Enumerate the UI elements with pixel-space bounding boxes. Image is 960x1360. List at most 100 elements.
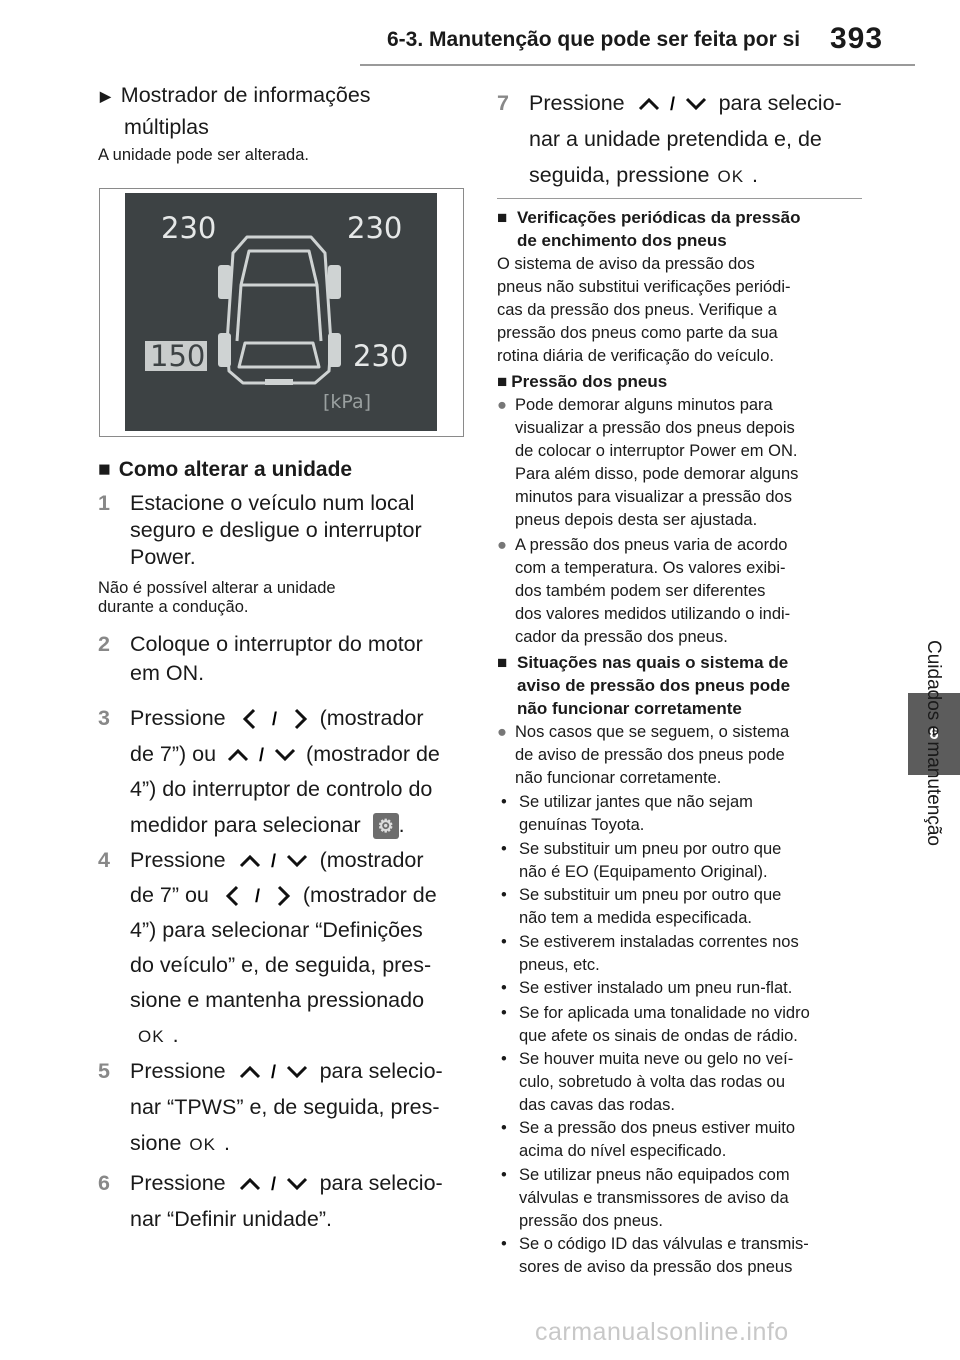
- body-text-line: Para além disso, pode demorar alguns: [515, 465, 799, 483]
- body-text-line: Se estiverem instaladas correntes nos: [519, 932, 799, 951]
- slash-separator: /: [271, 851, 276, 871]
- square-bullet-icon: ■: [98, 458, 111, 481]
- chevron-down-icon: [685, 98, 706, 111]
- body-text-line: culo, sobretudo à volta das rodas ou: [519, 1073, 786, 1092]
- chevron-up-icon: [239, 1178, 260, 1191]
- body-text-line: com a temperatura. Os valores exibi-: [515, 559, 786, 577]
- header-rule: [360, 64, 915, 66]
- chevron-up-icon: [239, 1066, 260, 1079]
- body-text-line: Se for aplicada uma tonalidade no vidro: [519, 1003, 810, 1022]
- section-heading-change-unit: ■Como alterar a unidade: [98, 458, 352, 482]
- note-text: Não é possível alterar a unidade: [98, 579, 336, 597]
- step-text: Pressione: [529, 91, 625, 115]
- body-text-line: minutos para visualizar a pressão dos: [515, 488, 792, 506]
- ok-button-icon: OK: [717, 167, 745, 186]
- dot-bullet-icon: •: [501, 1119, 507, 1138]
- circle-bullet-icon: ●: [497, 723, 507, 741]
- intro-title-line1: Mostrador de informações: [120, 83, 371, 107]
- body-text-line: não tem a medida especificada.: [519, 909, 752, 928]
- body-text-line: das cavas das rodas.: [519, 1096, 675, 1115]
- display-screen: 230 230 150 230 [kPa]: [125, 193, 437, 431]
- chapter-title-text: Cuidados e manutenção: [923, 640, 944, 846]
- step-text: Power.: [130, 545, 196, 569]
- dot-bullet-icon: •: [501, 886, 507, 905]
- slash-separator: /: [272, 709, 277, 729]
- dot-bullet-icon: •: [501, 1050, 507, 1069]
- body-text-line: Se houver muita neve ou gelo no veí-: [519, 1050, 794, 1069]
- body-text-line: pneus não substitui verificações periódi…: [497, 278, 791, 296]
- slash-separator: /: [271, 1174, 276, 1194]
- body-text-line: Se estiver instalado um pneu run-flat.: [519, 979, 793, 998]
- body-text-line: sores de aviso da pressão dos pneus: [519, 1257, 793, 1276]
- step-text: sione: [130, 1131, 182, 1155]
- step-text: para selecio-: [718, 91, 842, 115]
- body-text-line: O sistema de aviso da pressão dos: [497, 255, 755, 273]
- body-text-line: pressão dos pneus.: [519, 1211, 664, 1230]
- chevron-left-icon: [225, 886, 238, 907]
- ok-button-icon: OK: [138, 1027, 165, 1046]
- step-text: de 7” ou: [130, 883, 209, 907]
- rear-right-pressure: 230: [353, 339, 409, 373]
- chevron-right-icon: [294, 709, 307, 730]
- note-text: durante a condução.: [98, 598, 249, 616]
- chevron-down-icon: [286, 1066, 307, 1079]
- chevron-left-icon: [242, 709, 255, 730]
- chevron-down-icon: [274, 748, 296, 761]
- circle-bullet-icon: ●: [497, 396, 507, 414]
- step-text: seguro e desligue o interruptor: [130, 518, 422, 542]
- slash-separator: /: [259, 745, 264, 765]
- body-text-line: cas da pressão dos pneus. Verifique a: [497, 301, 777, 319]
- intro-note: A unidade pode ser alterada.: [98, 146, 309, 164]
- step-text: para selecio-: [319, 1171, 443, 1195]
- body-text-line: Se utilizar pneus não equipados com: [519, 1165, 790, 1184]
- step-number: 3: [98, 706, 110, 730]
- body-text-line: Se substituir um pneu por outro que: [519, 839, 782, 858]
- step-number: 1: [98, 491, 110, 515]
- slash-separator: /: [670, 94, 675, 114]
- body-text-line: de colocar o interruptor Power em ON.: [515, 442, 798, 460]
- dot-bullet-icon: •: [501, 1003, 507, 1022]
- step-number: 6: [98, 1171, 110, 1195]
- step-text: (mostrador de: [302, 883, 437, 907]
- intro-title-line2: múltiplas: [124, 114, 209, 139]
- body-text-line: A pressão dos pneus varia de acordo: [515, 536, 788, 554]
- step-text: nar “Definir unidade”.: [130, 1207, 332, 1231]
- chevron-right-icon: [277, 886, 291, 907]
- body-text-line: válvulas e transmissores de aviso da: [519, 1188, 789, 1207]
- body-text-line: não funcionar corretamente: [517, 699, 742, 718]
- step-text: do veículo” e, de seguida, pres-: [130, 953, 432, 977]
- section-title: 6-3. Manutenção que pode ser feita por s…: [387, 28, 801, 51]
- slash-separator: /: [271, 1062, 276, 1082]
- settings-gear-icon: ⚙: [372, 812, 399, 839]
- step-text: (mostrador: [319, 706, 424, 730]
- section-divider: [497, 198, 862, 199]
- body-text-line: pressão dos pneus como parte da sua: [497, 324, 778, 342]
- body-text-line: pneus depois desta ser ajustada.: [515, 511, 758, 529]
- step-number: 5: [98, 1059, 110, 1083]
- step-number: 4: [98, 848, 110, 872]
- body-text-line: de aviso de pressão dos pneus pode: [515, 746, 785, 764]
- step-text: nar a unidade pretendida e, de: [529, 127, 822, 151]
- dot-bullet-icon: •: [501, 932, 507, 951]
- step-text: 4”) para selecionar “Definições: [130, 918, 423, 942]
- step-text: para selecio-: [319, 1059, 443, 1083]
- body-text-line: Se o código ID das válvulas e transmis-: [519, 1234, 809, 1253]
- body-text-line: genuínas Toyota.: [519, 816, 645, 834]
- body-text-line: Nos casos que se seguem, o sistema: [515, 723, 790, 741]
- step-text: nar “TPWS” e, de seguida, pres-: [130, 1095, 440, 1119]
- square-bullet-icon: ■: [497, 372, 508, 391]
- step-text: medidor para selecionar: [130, 812, 361, 837]
- periodic-checks-body: O sistema de aviso da pressão dos pneus n…: [497, 253, 862, 368]
- body-text-line: Situações nas quais o sistema de: [517, 653, 789, 672]
- watermark: carmanualsonline.info: [535, 1318, 789, 1346]
- triangle-bullet-icon: ▶: [100, 87, 111, 104]
- dot-bullet-icon: •: [501, 1165, 507, 1184]
- square-bullet-icon: ■: [497, 208, 508, 227]
- dot-bullet-icon: •: [501, 979, 507, 998]
- body-text-line: Se a pressão dos pneus estiver muito: [519, 1119, 796, 1138]
- tire-pressure-figure: 230 230 150 230 [kPa]: [99, 188, 464, 437]
- body-text-line: acima do nível especificado.: [519, 1142, 727, 1161]
- rear-left-pressure-warning: 150: [150, 339, 206, 373]
- front-left-pressure: 230: [161, 211, 217, 245]
- heading-text: de enchimento dos pneus: [517, 231, 727, 250]
